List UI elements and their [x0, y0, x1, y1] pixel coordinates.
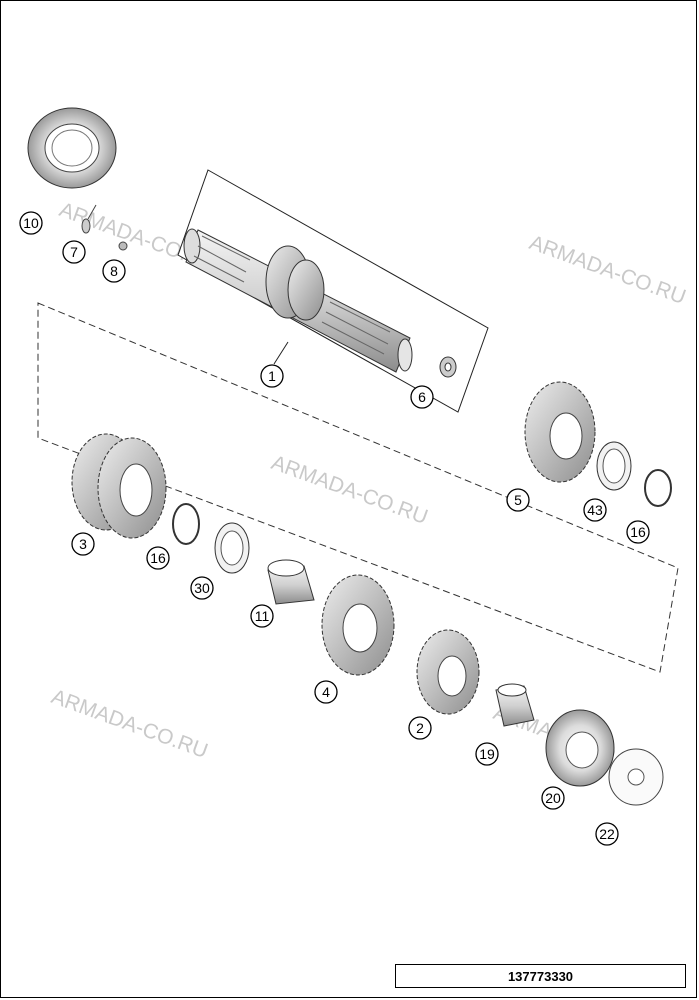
- shim-washer-22: [608, 748, 664, 806]
- bearing-10: [27, 107, 117, 189]
- svg-text:3: 3: [79, 536, 87, 552]
- callout-10: 10: [19, 211, 43, 235]
- callout-2: 2: [408, 716, 432, 740]
- svg-text:10: 10: [23, 215, 39, 231]
- svg-text:11: 11: [255, 608, 270, 624]
- assembly-dashed-outline: [37, 302, 679, 673]
- callout-43: 43: [583, 498, 607, 522]
- callout-3: 3: [71, 532, 95, 556]
- callout-19: 19: [475, 742, 499, 766]
- svg-text:2: 2: [416, 720, 424, 736]
- callout-16: 16: [146, 546, 170, 570]
- svg-text:4: 4: [322, 684, 330, 700]
- svg-text:43: 43: [587, 502, 603, 518]
- gear-4: [321, 574, 395, 676]
- shaft-box: [177, 169, 489, 413]
- needle-bearing-11: [267, 559, 315, 605]
- double-gear-3: [71, 433, 167, 539]
- callout-4: 4: [314, 680, 338, 704]
- main-shaft-1: [183, 228, 413, 373]
- svg-text:8: 8: [110, 263, 118, 279]
- callout-6: 6: [410, 385, 434, 409]
- leader-line-1: [273, 341, 289, 365]
- callout-8: 8: [102, 259, 126, 283]
- callout-30: 30: [190, 576, 214, 600]
- svg-text:5: 5: [514, 492, 522, 508]
- gear-5: [524, 381, 596, 483]
- watermark-text: ARMADA-CO.RU: [268, 451, 430, 529]
- callout-22: 22: [595, 822, 619, 846]
- pin-7: [81, 204, 97, 234]
- thrust-washer-43: [596, 441, 632, 491]
- watermark-text: ARMADA-CO.RU: [526, 231, 688, 309]
- document-number-box: 137773330: [395, 964, 686, 988]
- svg-text:20: 20: [545, 790, 561, 806]
- svg-text:22: 22: [599, 826, 615, 842]
- callout-5: 5: [506, 488, 530, 512]
- nut-6: [439, 356, 457, 378]
- callout-11: 11: [250, 604, 274, 628]
- bearing-20: [545, 709, 615, 787]
- ball-8: [118, 241, 128, 251]
- svg-text:1: 1: [268, 368, 276, 384]
- gear-2: [416, 629, 480, 715]
- svg-text:16: 16: [630, 524, 646, 540]
- callout-7: 7: [62, 240, 86, 264]
- circlip-16-right: [644, 469, 672, 507]
- svg-text:30: 30: [194, 580, 210, 596]
- callout-20: 20: [541, 786, 565, 810]
- callout-1: 1: [260, 364, 284, 388]
- callout-16-right: 16: [626, 520, 650, 544]
- document-number: 137773330: [507, 968, 574, 984]
- bushing-19: [495, 683, 535, 727]
- circlip-16-left: [172, 503, 200, 545]
- watermark-text: ARMADA-CO.RU: [48, 685, 210, 763]
- svg-text:16: 16: [150, 550, 166, 566]
- thrust-washer-30: [214, 522, 250, 574]
- svg-text:6: 6: [418, 389, 426, 405]
- svg-text:7: 7: [70, 244, 78, 260]
- svg-text:19: 19: [479, 746, 495, 762]
